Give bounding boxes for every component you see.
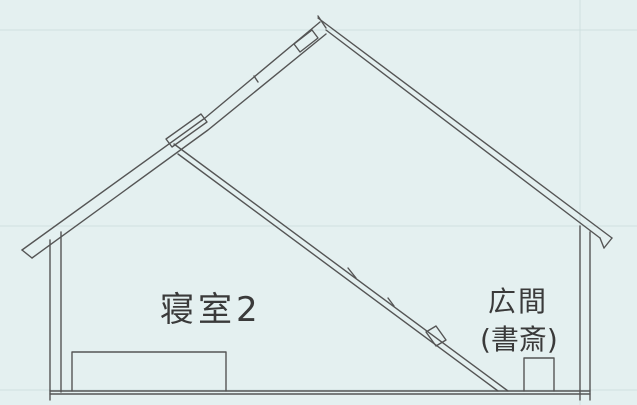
study-label: (書斎): [480, 323, 558, 356]
right-roof-rafter: [317, 17, 613, 249]
bedroom-label: 寝室2: [160, 290, 262, 330]
sloped-ceiling: [173, 143, 509, 392]
cabinet: [523, 357, 555, 392]
right-wall: [579, 225, 591, 401]
left-roof-rafter: [21, 21, 327, 259]
ridge: [317, 15, 327, 29]
bench: [71, 351, 227, 392]
left-wall: [49, 231, 62, 401]
hall-label: 広間: [488, 285, 549, 318]
rafter-blocks: [165, 29, 319, 148]
floor-line: [49, 390, 591, 395]
